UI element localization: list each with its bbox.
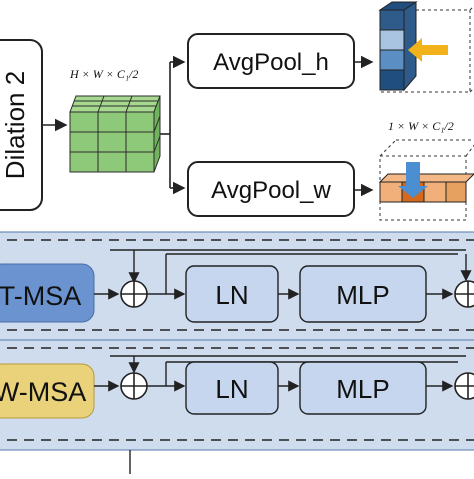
- residual-add-1a: [120, 280, 148, 308]
- output-dims-label: 1 × W × C₁/2: [388, 119, 454, 133]
- w-pooled-output: [378, 139, 474, 221]
- h-pool-direction-arrow: [408, 38, 448, 62]
- mlp-label-1: MLP: [336, 280, 389, 310]
- ln-label-2: LN: [215, 374, 248, 404]
- attention-label-1: T-MSA: [0, 281, 81, 311]
- h-pooled-output: [378, 1, 474, 93]
- attention-label-2: W-MSA: [0, 377, 86, 407]
- avgpool-w-label: AvgPool_w: [211, 177, 331, 204]
- residual-add-2b: [454, 372, 474, 400]
- attention-box-1: [0, 263, 95, 323]
- mlp-box-2: [299, 361, 427, 415]
- avgpool-w-box: [187, 161, 355, 217]
- mlp-label-2: MLP: [336, 374, 389, 404]
- ln-label-1: LN: [215, 280, 248, 310]
- transformer-block-2: W-MSA LN MLP: [0, 339, 474, 451]
- residual-add-1b: [454, 280, 474, 308]
- dilation-label: Dilation 2: [0, 71, 30, 179]
- avgpool-h-box: [187, 33, 355, 89]
- input-dims-label: H × W × C₁/2: [69, 67, 138, 81]
- attention-box-2: [0, 363, 95, 419]
- residual-add-2a: [120, 372, 148, 400]
- avgpool-h-label: AvgPool_h: [213, 49, 329, 76]
- w-pool-direction-arrow: [398, 162, 428, 198]
- green-feature-cube: [69, 95, 161, 173]
- ln-box-2: [185, 361, 279, 415]
- transformer-block-1: T-MSA LN MLP: [0, 231, 474, 341]
